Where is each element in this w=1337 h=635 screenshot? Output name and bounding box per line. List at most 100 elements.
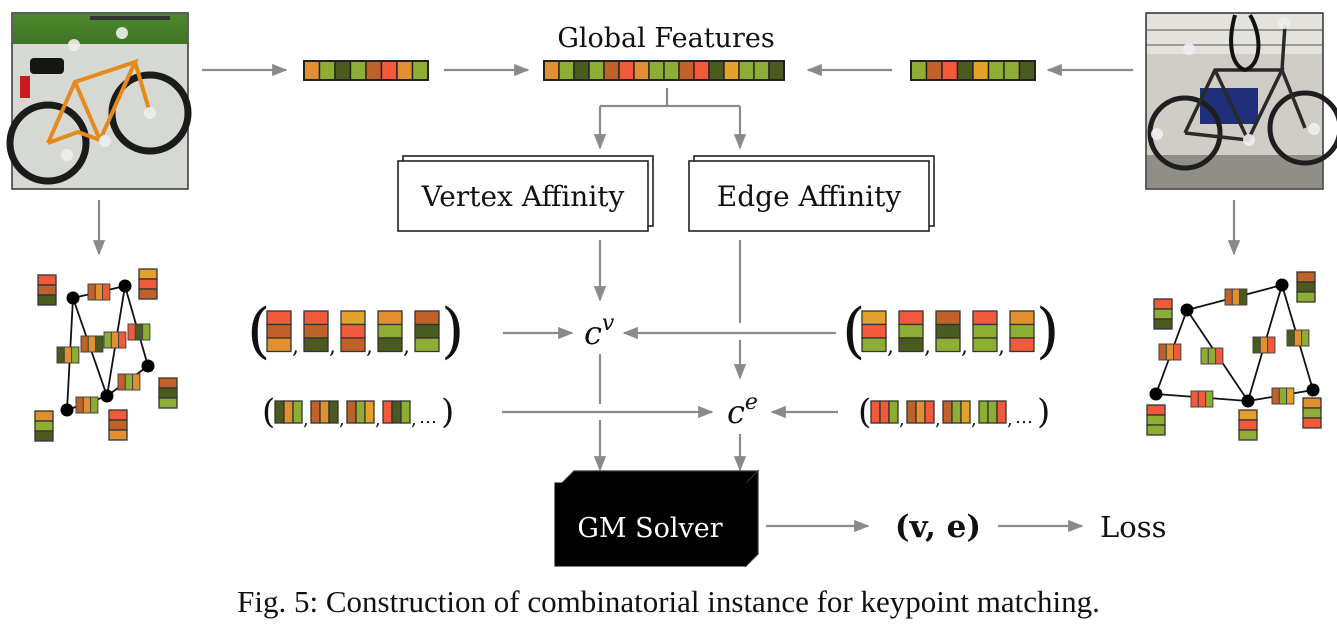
graph-edge-feature xyxy=(1190,390,1214,408)
gm-solver-label: GM Solver xyxy=(577,513,722,544)
feature-cell-light-green xyxy=(411,60,429,81)
feature-cell-dark-green xyxy=(573,60,590,81)
feature-cell-red xyxy=(1238,419,1258,431)
feature-cell-dark-green xyxy=(334,60,352,81)
feature-cell-dark-green xyxy=(956,60,974,81)
feature-cell-dark-green xyxy=(134,323,144,341)
graph-edge-feature xyxy=(103,331,127,349)
feature-cell-red xyxy=(380,60,398,81)
feature-cell-orange xyxy=(34,410,54,422)
keypoint-marker xyxy=(61,149,73,161)
feature-cell-light-green xyxy=(90,396,99,414)
feature-cell-rust xyxy=(37,284,57,296)
vertex-feature-item xyxy=(1009,310,1035,353)
left-bicycle-image xyxy=(6,12,192,190)
feature-cell-light-green xyxy=(1009,323,1035,339)
feature-cell-red xyxy=(1190,390,1199,408)
feature-cell-red xyxy=(618,60,635,81)
feature-cell-light-green xyxy=(377,323,403,339)
feature-cell-red xyxy=(138,278,158,290)
vertex-feature-item xyxy=(861,310,887,353)
graph-edge-feature xyxy=(1252,336,1276,354)
feature-cell-light-green xyxy=(978,400,989,424)
feature-cell-dark-green xyxy=(37,294,57,306)
comma: , xyxy=(303,409,309,430)
edge-feature-item xyxy=(310,400,339,424)
graph-edge-feature xyxy=(1200,347,1224,365)
feature-cell-rust xyxy=(158,377,178,389)
feature-cell-red xyxy=(382,400,393,424)
feature-cell-dark-green xyxy=(1296,281,1316,293)
feature-cell-red xyxy=(1146,404,1166,416)
graph-edge-feature xyxy=(1158,343,1182,361)
feature-cell-light-green xyxy=(1153,308,1173,320)
feature-cell-light-green xyxy=(588,60,605,81)
feature-cell-dark-green xyxy=(34,430,54,442)
graph-node xyxy=(1241,394,1255,408)
graph-edge-feature xyxy=(87,283,111,301)
feature-cell-dark-green xyxy=(95,335,104,353)
edge-feature-item xyxy=(906,400,935,424)
feature-cell-light-green xyxy=(987,400,998,424)
comma: , xyxy=(292,334,299,359)
feature-cell-light-green xyxy=(910,60,928,81)
feature-cell-orange xyxy=(1231,288,1241,306)
feature-cell-rust xyxy=(340,337,366,353)
feature-cell-light-green xyxy=(355,400,366,424)
edge-affinity-box: Edge Affinity xyxy=(688,155,935,232)
graph-vertex-feature xyxy=(1146,404,1166,436)
feature-cell-light-green xyxy=(1238,429,1258,441)
feature-cell-orange xyxy=(82,396,92,414)
open-paren: ( xyxy=(262,392,275,432)
feature-cell-amber xyxy=(1238,409,1258,421)
feature-cell-light-green xyxy=(414,337,440,353)
graph-edge-feature xyxy=(1271,387,1295,405)
feature-cell-rust xyxy=(1224,288,1233,306)
feature-cell-red xyxy=(972,310,998,326)
global-feature-strip xyxy=(543,60,785,81)
feature-strip-outline xyxy=(910,60,1036,81)
feature-cell-light-green xyxy=(1207,347,1217,365)
feature-cell-amber xyxy=(861,310,887,326)
feature-cell-rust xyxy=(942,400,953,424)
keypoint-marker xyxy=(1278,17,1290,29)
right-edge-feature-tuple: (,,,,…) xyxy=(858,392,1050,432)
graph-node xyxy=(1180,303,1194,317)
loss-label: Loss xyxy=(1100,510,1166,544)
vertex-feature-item xyxy=(935,310,961,353)
feature-cell-amber xyxy=(960,400,971,424)
feature-cell-dark-green xyxy=(414,323,440,339)
graph-node xyxy=(141,359,155,373)
feature-cell-dark-green xyxy=(56,346,65,364)
left-vertex-feature-tuple: (,,,,) xyxy=(247,296,464,366)
feature-cell-red xyxy=(898,310,924,326)
comma: , xyxy=(339,409,345,430)
feature-cell-light-green xyxy=(972,337,998,353)
graph-edge-feature xyxy=(1286,329,1310,347)
comma: , xyxy=(998,334,1005,359)
comma: , xyxy=(887,334,894,359)
feature-cell-orange xyxy=(303,60,321,81)
feature-cell-dark-green xyxy=(768,60,785,81)
feature-cell-orange xyxy=(94,283,104,301)
vertex-feature-item xyxy=(340,310,366,353)
feature-cell-light-green xyxy=(753,60,770,81)
feature-cell-rust xyxy=(80,335,89,353)
feature-cell-red xyxy=(693,60,710,81)
graph-edge-feature xyxy=(127,323,151,341)
graph-vertex-feature xyxy=(138,268,158,300)
feature-cell-dark-green xyxy=(328,400,339,424)
edge-feature-item xyxy=(382,400,411,424)
solver-output-label: (v, e) xyxy=(895,509,981,545)
graph-node xyxy=(1149,387,1163,401)
feature-cell-rust xyxy=(414,310,440,326)
graph-node xyxy=(66,291,80,305)
feature-cell-red xyxy=(37,274,57,286)
graph-edge-feature xyxy=(80,335,104,353)
ellipsis: … xyxy=(1015,407,1033,428)
feature-cell-red xyxy=(870,400,881,424)
feature-cell-rust xyxy=(303,323,329,339)
vertex-cost-cv: cv xyxy=(584,311,615,352)
feature-cell-light-green xyxy=(1302,407,1322,419)
feature-cell-red xyxy=(127,323,136,341)
